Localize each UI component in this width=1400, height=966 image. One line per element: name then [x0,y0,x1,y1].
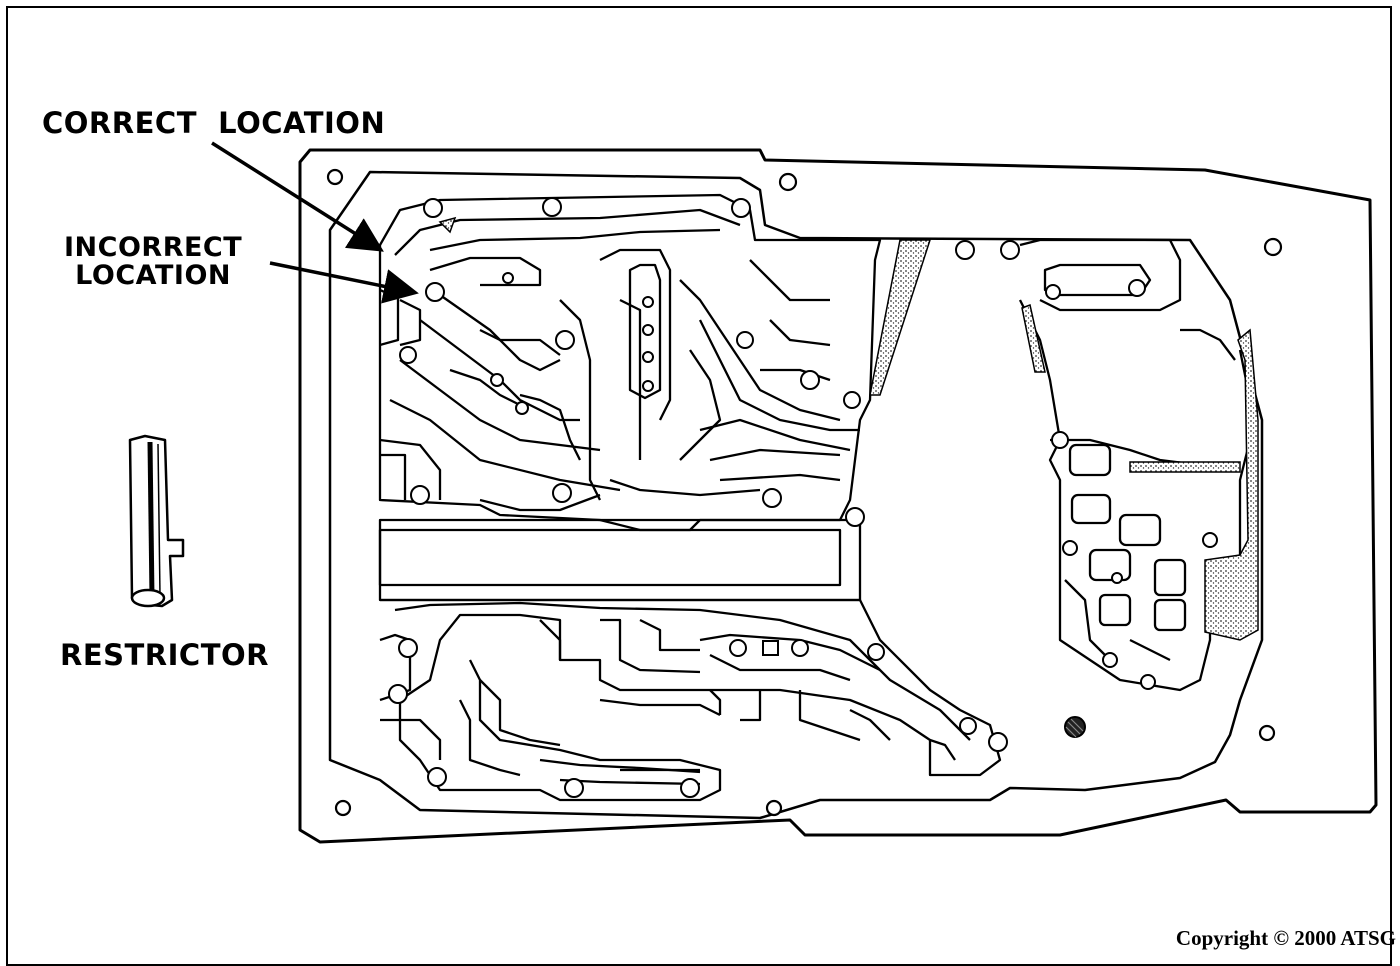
incorrect-location-label: INCORRECT LOCATION [64,232,243,292]
channel-network-lower [379,598,1002,802]
orifice-square [762,640,779,656]
check-ball-hatching [1065,718,1084,738]
plate-outline [298,148,1378,844]
restrictor-icon [128,434,185,608]
bolt-holes [326,168,1283,817]
restrictor-label: RESTRICTOR [60,638,269,672]
check-ball-icon [1064,716,1086,738]
gasket-outline [328,170,1264,820]
incorrect-location-line1: INCORRECT [64,232,243,263]
arrows [211,141,419,304]
channel-network-left [378,193,882,602]
incorrect-location-line2: LOCATION [75,260,231,292]
arrow-correct-location [211,141,384,252]
arrow-incorrect-location [269,261,419,304]
correct-location-label: CORRECT LOCATION [42,106,386,140]
orifice-holes [388,197,1218,798]
stipple-regions [438,216,1259,641]
copyright-notice: Copyright © 2000 ATSG [1175,926,1396,950]
